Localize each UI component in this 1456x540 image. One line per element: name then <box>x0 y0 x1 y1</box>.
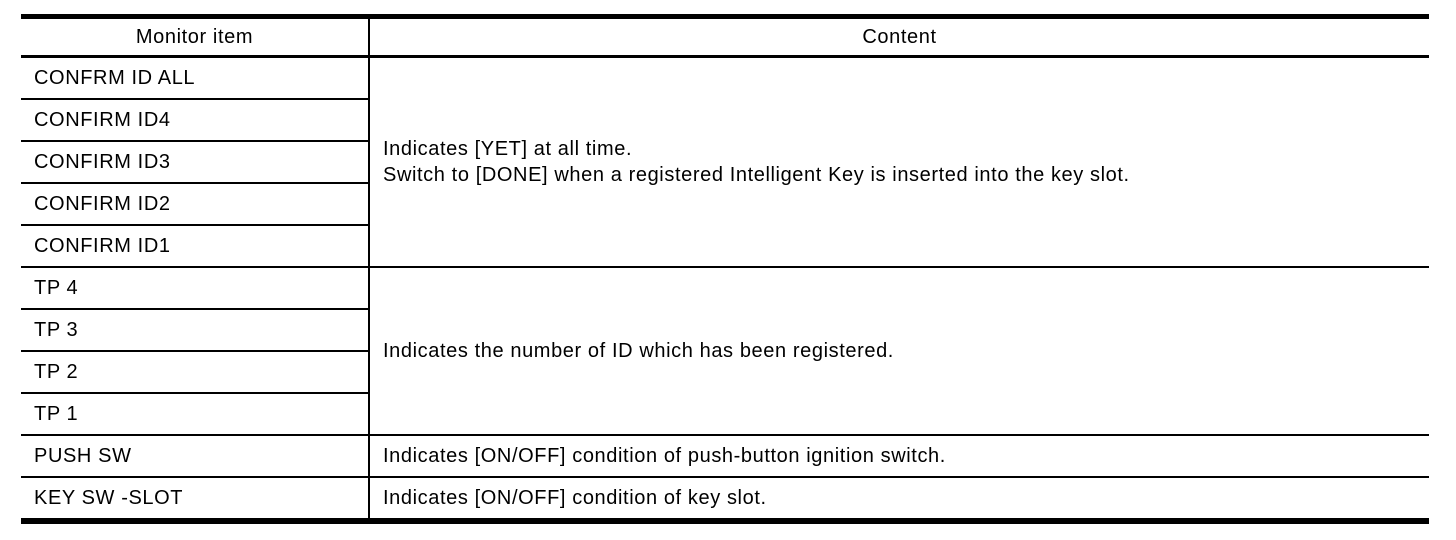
content-confirm-id-group: Indicates [YET] at all time. Switch to [… <box>369 56 1429 268</box>
monitor-item-confirm-id2: CONFIRM ID2 <box>21 183 370 226</box>
table-row: CONFIRM ID1 <box>21 225 1429 268</box>
content-push-sw: Indicates [ON/OFF] condition of push-but… <box>369 435 1429 478</box>
monitor-item-tp1: TP 1 <box>21 393 370 436</box>
table-row: TP 2 <box>21 351 1429 394</box>
monitor-item-table: Monitor item Content CONFRM ID ALL Indic… <box>21 14 1429 524</box>
monitor-item-confrm-id-all: CONFRM ID ALL <box>21 56 370 100</box>
monitor-item-key-sw-slot: KEY SW -SLOT <box>21 477 370 522</box>
content-key-sw-slot: Indicates [ON/OFF] condition of key slot… <box>369 477 1429 522</box>
table-row: TP 4 Indicates the number of ID which ha… <box>21 267 1429 436</box>
table-row: KEY SW -SLOT Indicates [ON/OFF] conditio… <box>21 477 1429 522</box>
table-row: TP 1 <box>21 393 1429 436</box>
monitor-item-confirm-id1: CONFIRM ID1 <box>21 225 370 268</box>
table-row: CONFIRM ID4 <box>21 99 1429 142</box>
table-row: CONFIRM ID3 <box>21 141 1429 184</box>
monitor-item-tp3: TP 3 <box>21 309 370 352</box>
table-row: TP 3 <box>21 309 1429 352</box>
monitor-item-column-header: Monitor item <box>21 16 370 58</box>
monitor-item-tp2: TP 2 <box>21 351 370 394</box>
table-row: CONFRM ID ALL Indicates [YET] at all tim… <box>21 56 1429 268</box>
monitor-item-confirm-id3: CONFIRM ID3 <box>21 141 370 184</box>
table-row: PUSH SW Indicates [ON/OFF] condition of … <box>21 435 1429 478</box>
table-row: CONFIRM ID2 <box>21 183 1429 226</box>
monitor-item-confirm-id4: CONFIRM ID4 <box>21 99 370 142</box>
monitor-item-tp4: TP 4 <box>21 267 370 310</box>
monitor-item-push-sw: PUSH SW <box>21 435 370 478</box>
content-column-header: Content <box>369 16 1429 58</box>
header-row: Monitor item Content <box>21 16 1429 58</box>
content-tp-group: Indicates the number of ID which has bee… <box>369 267 1429 436</box>
